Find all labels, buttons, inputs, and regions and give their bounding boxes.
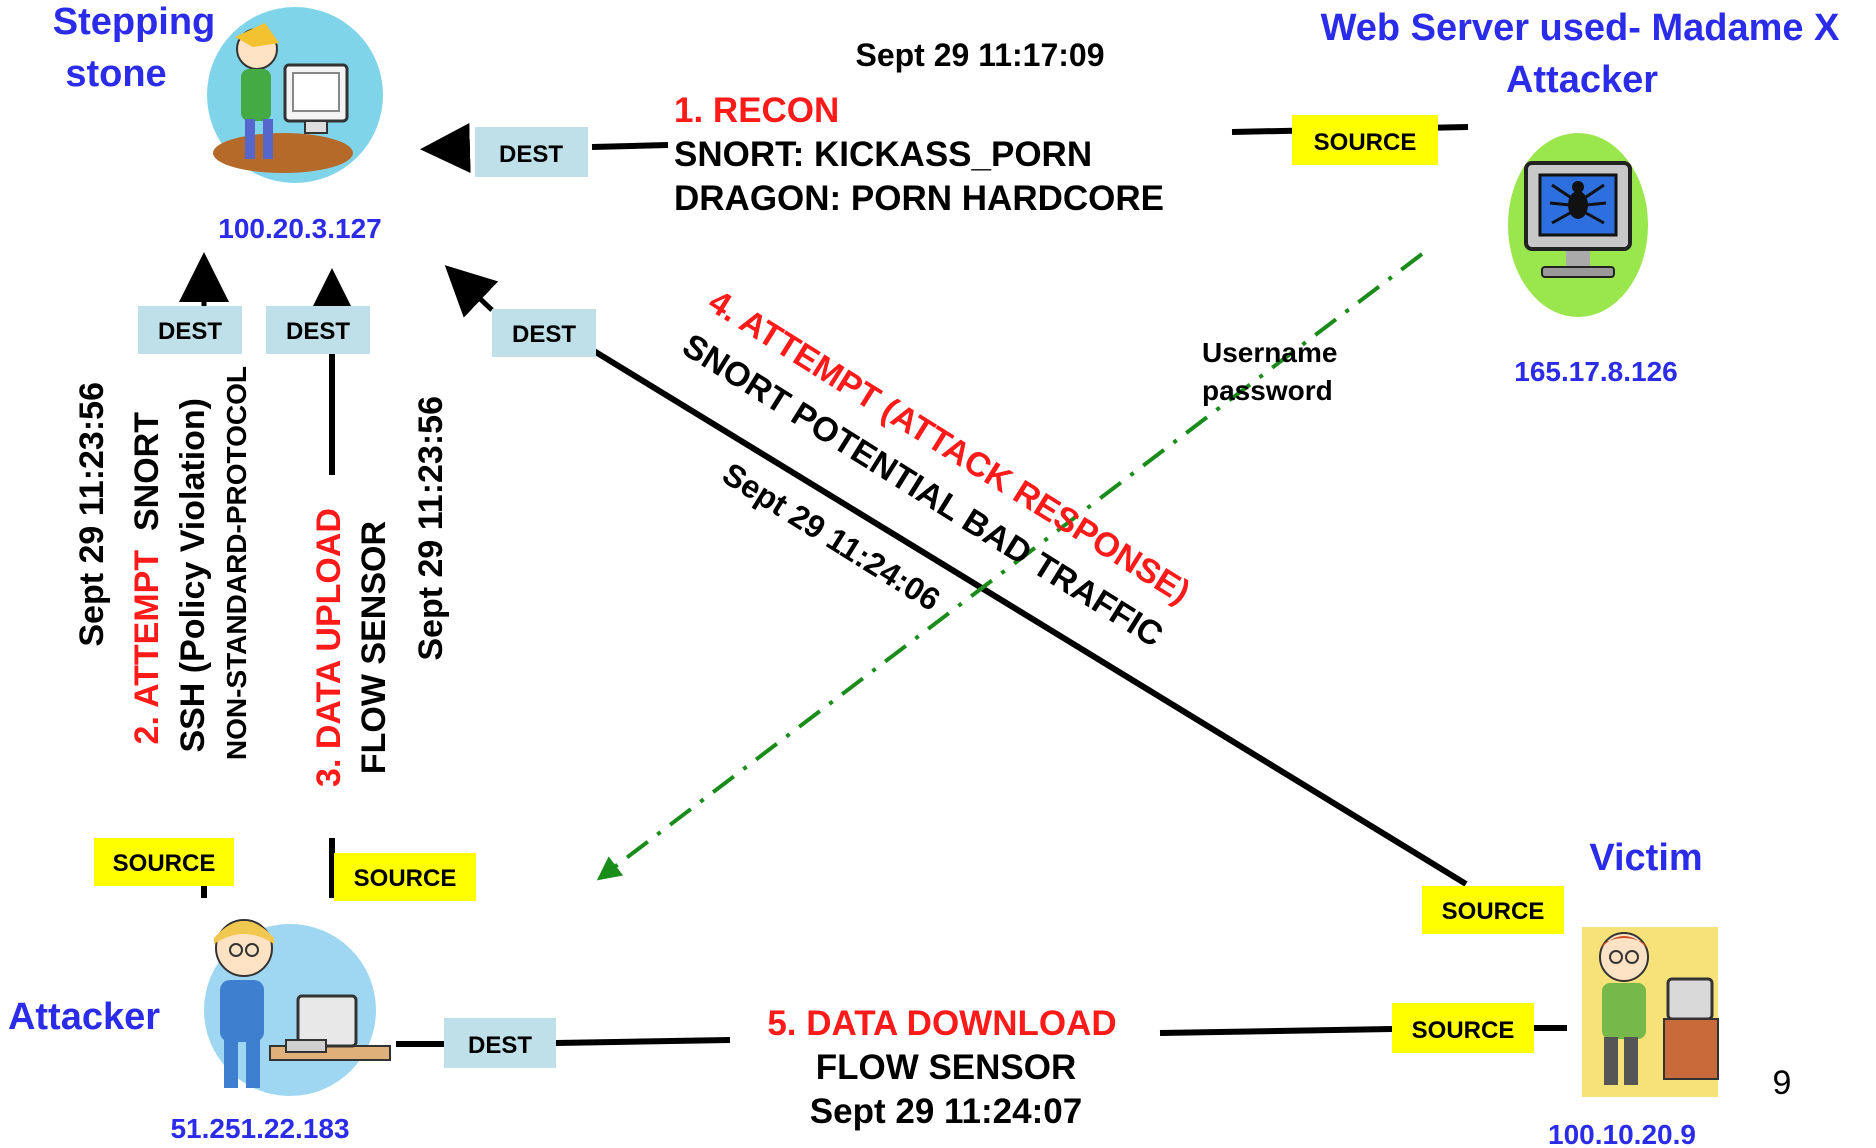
person-at-computer-icon: [207, 7, 383, 183]
dest-tag-text: DEST: [499, 141, 563, 168]
upload-line1: FLOW SENSOR: [355, 521, 393, 774]
download-line1: FLOW SENSOR: [816, 1048, 1077, 1087]
stepping-stone-label-line2: stone: [65, 53, 166, 95]
recon-line2: DRAGON: PORN HARDCORE: [674, 179, 1164, 218]
attacker-ip: 51.251.22.183: [170, 1113, 349, 1144]
girl-at-computer-icon: [204, 919, 391, 1096]
download-timestamp: Sept 29 11:24:07: [810, 1092, 1082, 1131]
source-tag-download: SOURCE: [1392, 1003, 1534, 1053]
source-tag-text: SOURCE: [354, 865, 457, 892]
web-server-label-line1: Web Server used- Madame X: [1321, 7, 1840, 49]
spider-monitor-icon: [1508, 133, 1648, 317]
dest-tag-recon: DEST: [475, 127, 588, 177]
source-tag-upload: SOURCE: [334, 853, 476, 901]
source-tag-text: SOURCE: [1442, 898, 1545, 925]
attacker-label: Attacker: [8, 996, 160, 1038]
man-at-computer-icon: [1582, 927, 1719, 1097]
source-tag-attempt: SOURCE: [94, 838, 234, 886]
dest-tag-text: DEST: [158, 318, 222, 345]
dest-tag-text: DEST: [468, 1032, 532, 1059]
attempt-line2: NON-STANDARD-PROTOCOL: [221, 366, 252, 760]
credentials-line2: password: [1202, 375, 1333, 406]
download-title: 5. DATA DOWNLOAD: [767, 1004, 1116, 1043]
upload-timestamp: Sept 29 11:23:56: [412, 396, 450, 661]
recon-title: 1. RECON: [674, 91, 839, 130]
dest-tag-text: DEST: [286, 318, 350, 345]
page-number: 9: [1773, 1064, 1792, 1102]
web-server-ip: 165.17.8.126: [1514, 356, 1678, 387]
dest-tag-text: DEST: [512, 321, 576, 348]
victim-label: Victim: [1589, 837, 1702, 879]
source-tag-text: SOURCE: [1314, 129, 1417, 156]
dest-tag-response: DEST: [492, 309, 596, 357]
recon-line1: SNORT: KICKASS_PORN: [674, 135, 1092, 174]
attack-response-connection: [444, 265, 1468, 887]
dest-tag-download: DEST: [444, 1018, 556, 1068]
source-tag-text: SOURCE: [1412, 1017, 1515, 1044]
source-tag-recon: SOURCE: [1292, 115, 1438, 165]
attempt-line1: SSH (Policy Violation): [174, 398, 212, 753]
attempt-title-suffix: SNORT: [128, 412, 166, 550]
source-tag-response: SOURCE: [1422, 886, 1564, 934]
web-server-label-line2: Attacker: [1506, 59, 1658, 101]
recon-timestamp: Sept 29 11:17:09: [855, 37, 1104, 73]
upload-title: 3. DATA UPLOAD: [310, 508, 348, 787]
stepping-stone-ip: 100.20.3.127: [218, 213, 382, 244]
source-tag-text: SOURCE: [113, 850, 216, 877]
attempt-title-red: 2. ATTEMPT: [128, 550, 166, 745]
attempt-timestamp: Sept 29 11:23:56: [73, 382, 111, 647]
data-download-connection: [396, 1025, 1567, 1047]
dest-tag-upload: DEST: [266, 306, 370, 354]
response-title: 4. ATTEMPT (ATTACK RESPONSE): [702, 283, 1197, 612]
credentials-line1: Username: [1202, 337, 1337, 368]
credentials-exfil-line: [596, 252, 1424, 881]
dest-tag-attempt: DEST: [138, 306, 242, 354]
victim-ip: 100.10.20.9: [1548, 1119, 1696, 1148]
attempt-title: 2. ATTEMPT SNORT: [128, 412, 166, 745]
stepping-stone-label-line1: Stepping: [53, 1, 216, 43]
